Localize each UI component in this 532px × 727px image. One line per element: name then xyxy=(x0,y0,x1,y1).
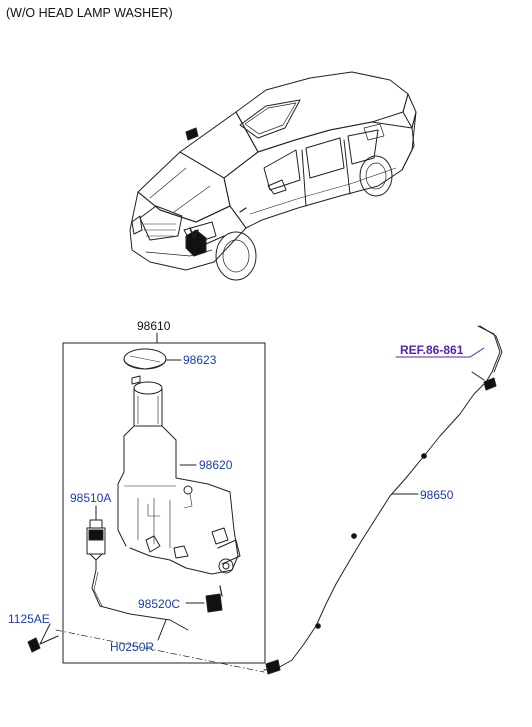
washer-hose xyxy=(91,569,189,631)
part-label-98623[interactable]: 98623 xyxy=(183,353,217,367)
filler-cap xyxy=(123,348,182,370)
part-label-H0250R[interactable]: H0250R xyxy=(110,640,155,654)
level-sensor xyxy=(185,585,223,613)
part-label-98620[interactable]: 98620 xyxy=(199,458,233,472)
mounting-bolt xyxy=(27,623,265,673)
part-label-98650[interactable]: 98650 xyxy=(420,488,454,502)
part-label-98520C[interactable]: 98520C xyxy=(138,597,181,611)
reference-link[interactable]: REF.86-861 xyxy=(400,343,464,357)
part-label-98610: 98610 xyxy=(137,319,171,333)
washer-pump xyxy=(86,505,106,571)
part-label-98510A[interactable]: 98510A xyxy=(70,491,112,505)
washer-reservoir xyxy=(117,381,241,575)
car-illustration xyxy=(129,71,417,281)
long-washer-hose xyxy=(263,325,503,675)
diagram-title: (W/O HEAD LAMP WASHER) xyxy=(6,6,173,20)
assembly-box xyxy=(62,342,266,664)
part-label-1125AE[interactable]: 1125AE xyxy=(8,612,50,626)
